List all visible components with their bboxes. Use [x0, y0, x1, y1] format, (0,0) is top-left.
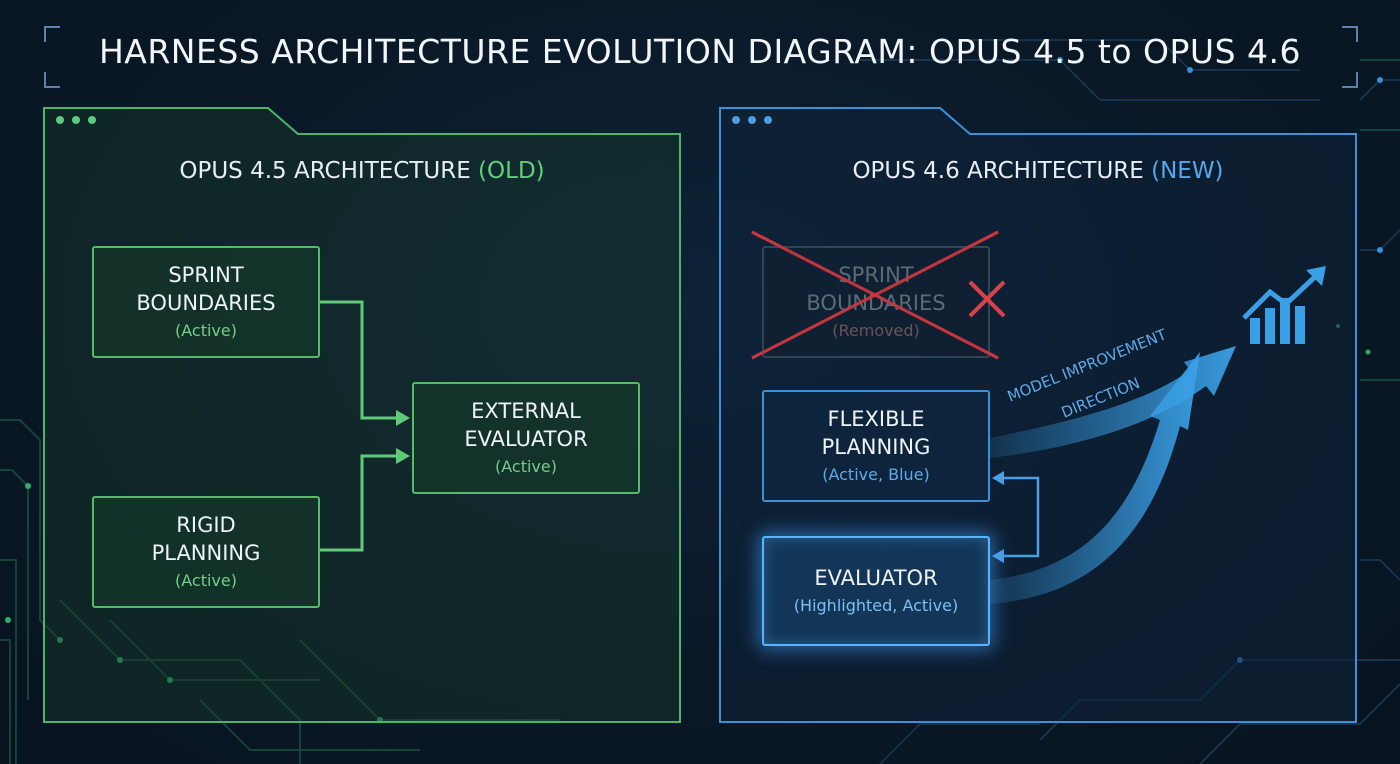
new-panel-title-main: OPUS 4.6 ARCHITECTURE: [852, 158, 1144, 184]
box-line1: FLEXIBLE: [827, 407, 925, 431]
arrowhead-icon: [992, 549, 1004, 563]
arrowhead-icon: [396, 410, 410, 426]
box-line1: RIGID: [176, 513, 236, 537]
box-line1: EVALUATOR: [814, 566, 938, 590]
status-label: (Active): [175, 571, 237, 590]
box-line2: PLANNING: [151, 541, 261, 565]
arrowhead-icon: [992, 471, 1004, 485]
status-label: (Highlighted, Active): [793, 596, 959, 615]
improvement-arrow-upper: [990, 346, 1236, 458]
box-line2: BOUNDARIES: [806, 291, 946, 315]
title-bracket-br: [1342, 72, 1358, 88]
status-label: (Active): [495, 457, 557, 476]
new-panel-title-tag: (NEW): [1151, 158, 1224, 184]
old-panel-title-tag: (OLD): [478, 158, 545, 184]
external-evaluator-box[interactable]: EXTERNAL EVALUATOR (Active): [412, 382, 640, 494]
box-line1: EXTERNAL: [471, 399, 581, 423]
box-line1: SPRINT: [168, 263, 244, 287]
improvement-arrow-lower: [990, 352, 1200, 604]
box-line2: BOUNDARIES: [136, 291, 276, 315]
title-bracket-bl: [44, 72, 60, 88]
box-line2: EVALUATOR: [464, 427, 588, 451]
rigid-planning-box[interactable]: RIGID PLANNING (Active): [92, 496, 320, 608]
page-title: HARNESS ARCHITECTURE EVOLUTION DIAGRAM: …: [98, 32, 1302, 71]
status-label: (Active): [175, 321, 237, 340]
box-line2: PLANNING: [821, 435, 931, 459]
old-panel-title: OPUS 4.5 ARCHITECTURE (OLD): [44, 158, 680, 184]
status-label: (Removed): [832, 321, 920, 340]
evaluator-box[interactable]: EVALUATOR (Highlighted, Active): [762, 536, 990, 646]
window-dots-icon: [56, 116, 96, 124]
flexible-planning-box[interactable]: FLEXIBLE PLANNING (Active, Blue): [762, 390, 990, 502]
removed-sprint-boundaries-box[interactable]: SPRINT BOUNDARIES (Removed): [762, 246, 990, 358]
growth-chart-icon: [1242, 266, 1326, 344]
sprint-boundaries-box[interactable]: SPRINT BOUNDARIES (Active): [92, 246, 320, 358]
old-panel-title-main: OPUS 4.5 ARCHITECTURE: [179, 158, 471, 184]
window-dots-icon: [732, 116, 772, 124]
box-line1: SPRINT: [838, 263, 914, 287]
new-panel-title: OPUS 4.6 ARCHITECTURE (NEW): [720, 158, 1356, 184]
status-label: (Active, Blue): [822, 465, 930, 484]
old-connectors: [320, 300, 398, 552]
arrowhead-icon: [396, 448, 410, 464]
title-bracket-tr: [1342, 26, 1358, 42]
title-bracket-tl: [44, 26, 60, 42]
